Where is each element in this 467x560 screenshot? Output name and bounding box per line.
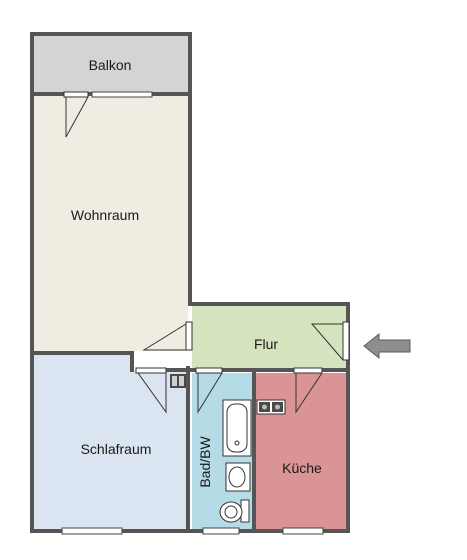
window-schlafraum: [61, 527, 123, 535]
door-balkon-frame: [63, 91, 89, 98]
door-bad-swing: [197, 372, 223, 414]
label-balkon: Balkon: [89, 57, 132, 73]
label-wohnraum: Wohnraum: [71, 207, 139, 223]
room-schlafraum: [34, 355, 186, 529]
room-wohnraum: [34, 96, 188, 351]
door-entrance-frame: [342, 321, 350, 361]
door-bad-frame: [195, 367, 223, 374]
label-flur: Flur: [254, 336, 278, 352]
window-bad: [202, 527, 240, 535]
room-kueche: [256, 373, 346, 529]
stove-fixture: [256, 399, 286, 415]
window-kueche: [282, 527, 324, 535]
door-balkon-swing: [65, 96, 89, 138]
door-schlafraum-swing: [137, 372, 167, 414]
door-wohnraum-swing: [142, 323, 187, 351]
door-wohnraum-frame: [185, 321, 193, 351]
vent-fixture: [170, 374, 186, 388]
toilet-fixture: [219, 499, 250, 523]
room-flur: [192, 306, 346, 368]
bathtub-fixture: [222, 399, 252, 457]
door-kueche-swing: [295, 372, 323, 414]
windows: [61, 91, 324, 535]
door-kueche-frame: [293, 367, 323, 374]
label-schlafraum: Schlafraum: [81, 441, 152, 457]
label-kueche: Küche: [282, 460, 322, 476]
room-balkon: [34, 36, 188, 92]
door-entrance-swing: [310, 323, 344, 361]
window-balkon: [91, 91, 153, 98]
bath-sink-fixture: [225, 462, 251, 492]
door-schlafraum-frame: [135, 367, 167, 374]
label-bad: Bad/BW: [197, 436, 213, 488]
arrow-left-icon: [363, 332, 411, 360]
doors: [63, 91, 350, 414]
